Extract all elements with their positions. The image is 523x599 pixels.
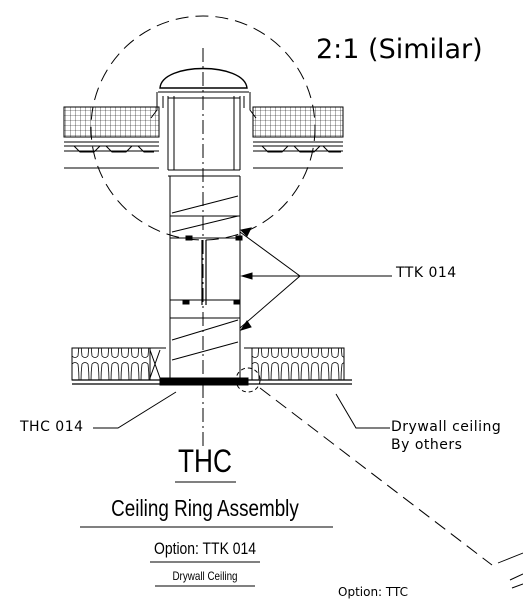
roof-left	[63, 106, 160, 169]
ceiling-callout-line2: By others	[391, 437, 463, 453]
title-underlines	[80, 481, 333, 587]
ceiling-type-label: Drywall Ceiling	[172, 569, 238, 583]
roof-right	[252, 106, 344, 169]
detail-callout	[235, 367, 523, 589]
product-title: THC	[178, 443, 232, 479]
tube-body	[169, 176, 243, 382]
scale-label: 2:1 (Similar)	[316, 34, 483, 65]
assembly-name: Ceiling Ring Assembly	[111, 495, 299, 521]
ceiling-callout-line1: Drywall ceiling	[391, 419, 502, 435]
dome	[150, 67, 257, 119]
upper-tube	[167, 96, 241, 177]
ceiling-insulation	[71, 347, 345, 381]
ring-callout-label: THC 014	[20, 419, 84, 435]
option-label: Option: TTK 014	[153, 539, 257, 558]
tube-callout-label: TTK 014	[396, 265, 457, 281]
cut-off-label: Option: TTC	[338, 585, 409, 599]
drywall	[72, 377, 352, 386]
leaders	[93, 227, 392, 429]
